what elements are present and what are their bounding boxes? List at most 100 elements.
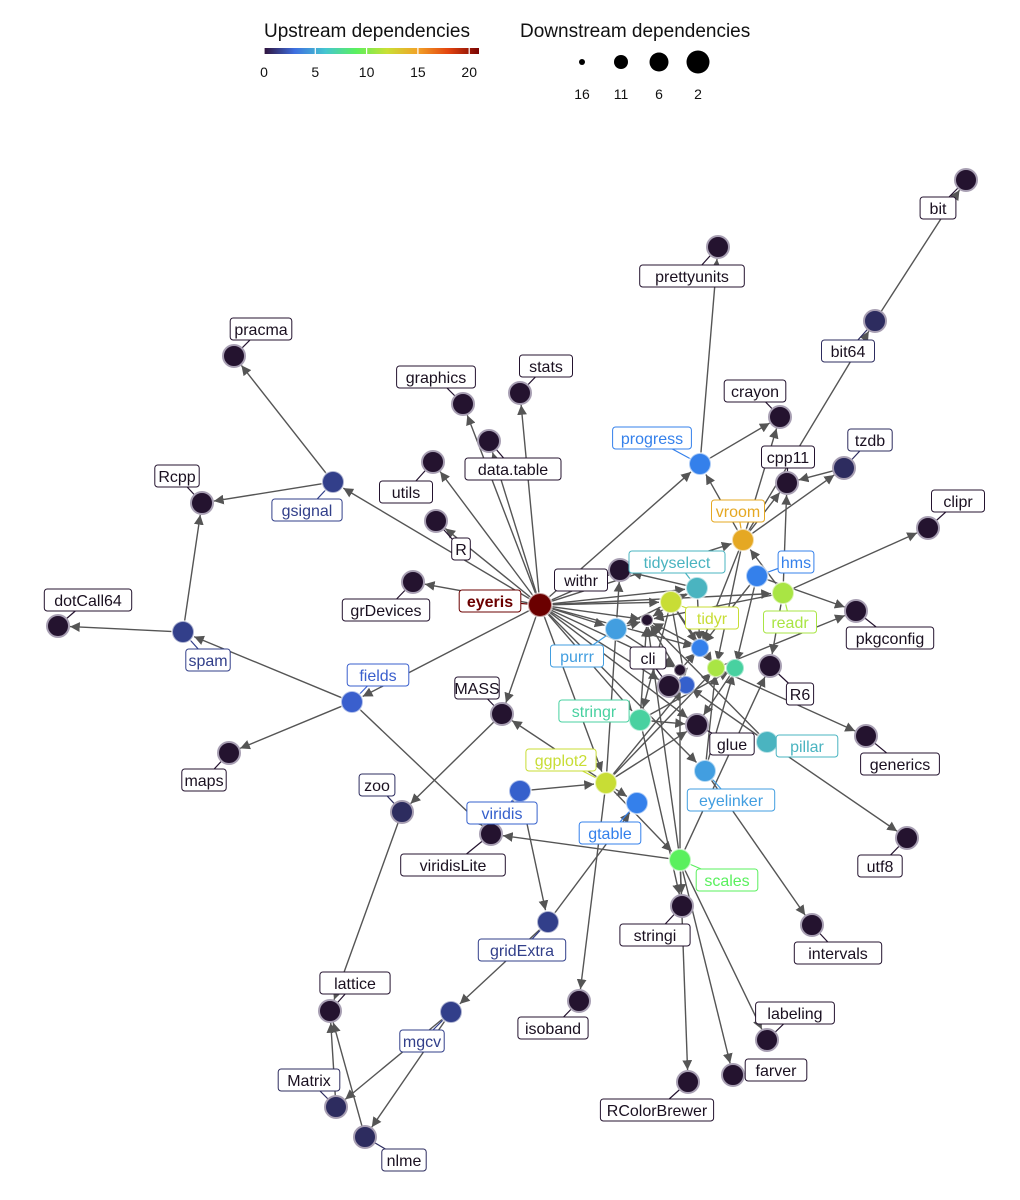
label-data.table[interactable]: data.table	[464, 457, 562, 481]
label-bit[interactable]: bit	[919, 196, 957, 220]
node-tzdb[interactable]	[832, 456, 856, 480]
node-bit[interactable]	[954, 168, 978, 192]
node-glue[interactable]	[685, 713, 709, 737]
node-tidyselect[interactable]	[685, 576, 709, 600]
label-purrr[interactable]: purrr	[550, 644, 604, 668]
label-tidyselect[interactable]: tidyselect	[628, 550, 726, 574]
node-nlme[interactable]	[353, 1125, 377, 1149]
label-bit64[interactable]: bit64	[821, 339, 875, 363]
node-dotCall64[interactable]	[46, 614, 70, 638]
label-clipr[interactable]: clipr	[931, 489, 985, 513]
node-prettyunits[interactable]	[706, 235, 730, 259]
label-mgcv[interactable]: mgcv	[399, 1029, 445, 1053]
node-eyeris[interactable]	[527, 592, 553, 618]
label-spam[interactable]: spam	[185, 648, 231, 672]
node-fields[interactable]	[340, 690, 364, 714]
node-R[interactable]	[424, 509, 448, 533]
label-R6[interactable]: R6	[785, 682, 815, 706]
node-ggplot2[interactable]	[594, 771, 618, 795]
label-pkgconfig[interactable]: pkgconfig	[845, 626, 935, 650]
node-stringr[interactable]	[628, 708, 652, 732]
label-graphics[interactable]: graphics	[396, 365, 476, 389]
node-unlabeled[interactable]	[706, 658, 726, 678]
node-grDevices[interactable]	[401, 570, 425, 594]
node-clipr[interactable]	[916, 516, 940, 540]
label-farver[interactable]: farver	[744, 1058, 808, 1082]
label-viridisLite[interactable]: viridisLite	[400, 853, 506, 877]
node-stringi[interactable]	[670, 894, 694, 918]
node-spam[interactable]	[171, 620, 195, 644]
label-stringi[interactable]: stringi	[619, 923, 691, 947]
node-bit64[interactable]	[863, 309, 887, 333]
label-glue[interactable]: glue	[709, 732, 755, 756]
node-withr[interactable]	[608, 558, 632, 582]
node-Matrix[interactable]	[324, 1095, 348, 1119]
label-generics[interactable]: generics	[860, 752, 940, 776]
label-grDevices[interactable]: grDevices	[341, 598, 431, 622]
label-gsignal[interactable]: gsignal	[271, 498, 343, 522]
node-purrr[interactable]	[604, 617, 628, 641]
node-labeling[interactable]	[755, 1028, 779, 1052]
node-data.table[interactable]	[477, 429, 501, 453]
label-eyelinker[interactable]: eyelinker	[686, 788, 776, 812]
label-cli[interactable]: cli	[629, 646, 667, 670]
node-pillar[interactable]	[755, 730, 779, 754]
label-scales[interactable]: scales	[695, 868, 759, 892]
label-labeling[interactable]: labeling	[755, 1001, 835, 1025]
label-maps[interactable]: maps	[181, 768, 227, 792]
label-utils[interactable]: utils	[379, 480, 433, 504]
label-R[interactable]: R	[451, 537, 471, 561]
node-unlabeled[interactable]	[690, 638, 710, 658]
node-MASS[interactable]	[490, 702, 514, 726]
node-crayon[interactable]	[768, 405, 792, 429]
node-cpp11[interactable]	[775, 471, 799, 495]
label-nlme[interactable]: nlme	[381, 1148, 427, 1172]
node-unlabeled[interactable]	[640, 613, 654, 627]
node-vroom[interactable]	[731, 528, 755, 552]
label-pracma[interactable]: pracma	[229, 317, 293, 341]
node-viridis[interactable]	[508, 779, 532, 803]
node-intervals[interactable]	[800, 913, 824, 937]
node-readr[interactable]	[771, 581, 795, 605]
node-farver[interactable]	[721, 1063, 745, 1087]
label-crayon[interactable]: crayon	[723, 379, 787, 403]
node-utf8[interactable]	[895, 826, 919, 850]
label-ggplot2[interactable]: ggplot2	[525, 748, 597, 772]
label-intervals[interactable]: intervals	[793, 941, 883, 965]
label-RColorBrewer[interactable]: RColorBrewer	[599, 1098, 715, 1122]
node-hms[interactable]	[745, 564, 769, 588]
node-zoo[interactable]	[390, 800, 414, 824]
label-fields[interactable]: fields	[346, 663, 410, 687]
node-graphics[interactable]	[451, 392, 475, 416]
label-progress[interactable]: progress	[612, 426, 692, 450]
node-R6[interactable]	[758, 654, 782, 678]
node-stats[interactable]	[508, 381, 532, 405]
node-unlabeled[interactable]	[725, 658, 745, 678]
label-stringr[interactable]: stringr	[558, 699, 630, 723]
node-eyelinker[interactable]	[693, 759, 717, 783]
node-mgcv[interactable]	[439, 1000, 463, 1024]
node-progress[interactable]	[688, 452, 712, 476]
label-gridExtra[interactable]: gridExtra	[477, 938, 567, 962]
node-generics[interactable]	[854, 724, 878, 748]
label-stats[interactable]: stats	[519, 354, 573, 378]
label-dotCall64[interactable]: dotCall64	[43, 588, 133, 612]
node-tidyr[interactable]	[659, 590, 683, 614]
node-gridExtra[interactable]	[536, 910, 560, 934]
label-MASS[interactable]: MASS	[454, 676, 500, 700]
label-pillar[interactable]: pillar	[775, 734, 839, 758]
node-Rcpp[interactable]	[190, 491, 214, 515]
node-maps[interactable]	[217, 741, 241, 765]
node-pracma[interactable]	[222, 344, 246, 368]
label-isoband[interactable]: isoband	[517, 1016, 589, 1040]
node-scales[interactable]	[668, 848, 692, 872]
label-hms[interactable]: hms	[777, 550, 815, 574]
label-zoo[interactable]: zoo	[358, 773, 396, 797]
node-unlabeled[interactable]	[673, 663, 687, 677]
label-viridis[interactable]: viridis	[466, 801, 538, 825]
label-tidyr[interactable]: tidyr	[685, 606, 739, 630]
node-utils[interactable]	[421, 450, 445, 474]
node-isoband[interactable]	[567, 989, 591, 1013]
label-gtable[interactable]: gtable	[578, 821, 642, 845]
label-prettyunits[interactable]: prettyunits	[639, 264, 745, 288]
